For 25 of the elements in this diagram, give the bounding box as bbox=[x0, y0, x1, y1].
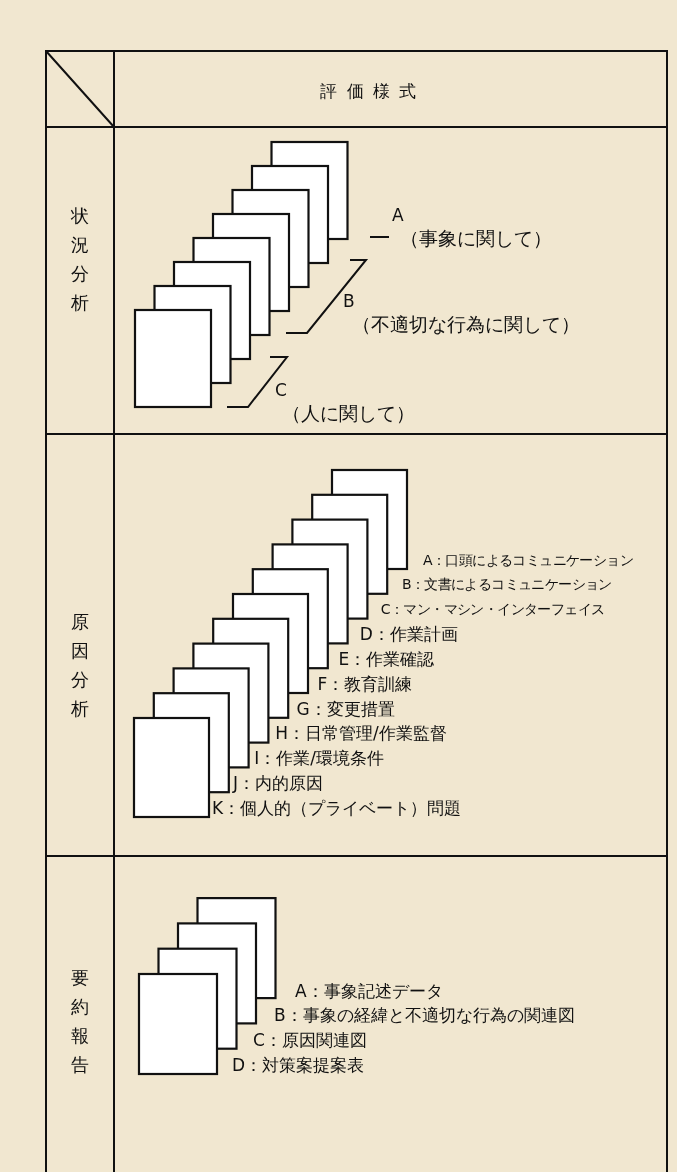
form-label: G：変更措置 bbox=[296, 698, 395, 719]
form-label: B：文書によるコミュニケーション bbox=[401, 576, 612, 594]
row-header: 状況分析 bbox=[70, 204, 90, 315]
form-label: A：口頭によるコミュニケーション bbox=[423, 551, 633, 569]
form-label: C：マン・マシン・インターフェイス bbox=[380, 601, 605, 618]
form-label: B：事象の経緯と不適切な行為の関連図 bbox=[274, 1005, 575, 1026]
row-header: 要約報告 bbox=[70, 966, 90, 1077]
group-label: （事象に関して） bbox=[400, 226, 552, 250]
form-label: J：内的原因 bbox=[233, 773, 324, 794]
form-label: F：教育訓練 bbox=[317, 673, 413, 695]
form-label: C：原因関連図 bbox=[253, 1030, 367, 1051]
form-label: I：作業/環境条件 bbox=[254, 748, 384, 769]
form-label: K：個人的（プライベート）問題 bbox=[212, 797, 462, 819]
form-label: D：作業計画 bbox=[359, 624, 458, 645]
group-label: （人に関して） bbox=[282, 401, 415, 425]
form-label: A：事象記述データ bbox=[295, 980, 443, 1002]
row-header: 原因分析 bbox=[70, 610, 90, 721]
group-letter: B bbox=[343, 290, 355, 312]
form-label: D：対策案提案表 bbox=[232, 1054, 365, 1076]
column-header: 評価様式 bbox=[320, 80, 426, 102]
form-label: H：日常管理/作業監督 bbox=[275, 723, 447, 744]
form-label: E：作業確認 bbox=[338, 649, 435, 670]
group-label: （不適切な行為に関して） bbox=[352, 312, 580, 336]
group-letter: A bbox=[392, 204, 404, 226]
group-letter: C bbox=[275, 379, 287, 401]
